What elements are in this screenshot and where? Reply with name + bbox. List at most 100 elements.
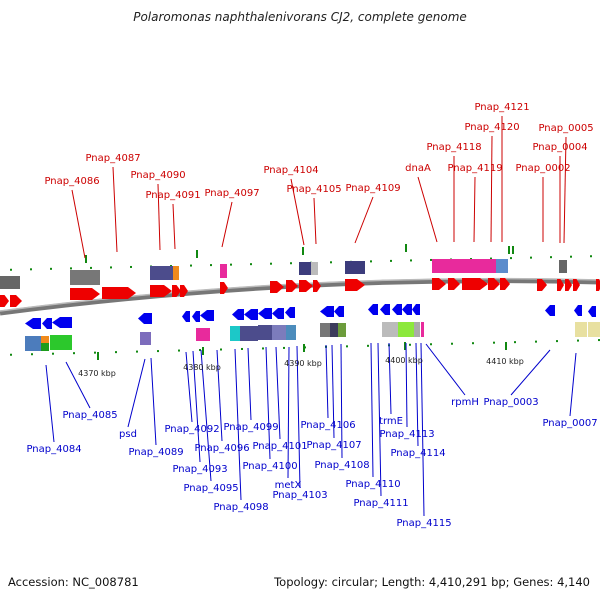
forward-gene-label: dnaA [405, 163, 431, 174]
reverse-track-tick [404, 342, 406, 350]
forward-label-leader [112, 166, 118, 253]
reverse-label-leader [377, 342, 382, 497]
reverse-gene-label: Pnap_4084 [26, 444, 81, 455]
scale-tick-label: 4400 kbp [385, 356, 423, 365]
forward-gene-arrow [557, 279, 564, 291]
genome-summary-text: Topology: circular; Length: 4,410,291 bp… [274, 575, 590, 589]
forward-track-dot [270, 262, 272, 265]
reverse-track-tick [303, 344, 305, 352]
gene-category-box [196, 328, 210, 341]
gene-category-box [173, 266, 179, 280]
reverse-track-dot [262, 347, 264, 350]
forward-gene-arrow [286, 280, 298, 292]
scale-tick-label: 4380 kbp [183, 363, 221, 372]
forward-gene-arrow [596, 279, 600, 291]
gene-category-box [299, 262, 311, 275]
reverse-gene-label: Pnap_4110 [345, 479, 400, 490]
gene-category-box [70, 270, 100, 285]
gene-category-box [258, 325, 272, 340]
forward-track-dot [430, 258, 432, 261]
forward-track-dot [10, 268, 12, 271]
reverse-track-dot [241, 347, 243, 350]
forward-gene-arrow [0, 295, 9, 307]
reverse-track-tick [505, 342, 507, 350]
reverse-label-leader [65, 361, 91, 409]
forward-track-tick [405, 244, 407, 252]
reverse-label-leader [216, 349, 223, 442]
reverse-gene-label: rpmH [451, 397, 479, 408]
gene-category-box [50, 335, 72, 350]
forward-gene-arrow [10, 295, 22, 307]
reverse-gene-label: Pnap_4098 [213, 502, 268, 513]
gene-category-box [398, 322, 414, 337]
gene-category-box [272, 325, 286, 340]
reverse-track-dot [367, 344, 369, 347]
gene-category-box [230, 326, 240, 341]
scale-tick-label: 4370 kbp [78, 369, 116, 378]
forward-track-dot [250, 263, 252, 266]
reverse-label-leader [569, 352, 577, 417]
gene-category-box [240, 326, 258, 341]
reverse-gene-label: Pnap_4108 [314, 460, 369, 471]
forward-gene-arrow [299, 280, 313, 292]
reverse-label-leader [200, 349, 212, 482]
gene-category-box [559, 260, 567, 273]
reverse-label-leader [405, 342, 408, 428]
reverse-gene-arrow [320, 306, 334, 317]
forward-gene-label: Pnap_4086 [44, 176, 99, 187]
reverse-track-tick [97, 352, 99, 360]
gene-category-box [330, 323, 338, 337]
gene-category-box [311, 262, 318, 275]
forward-label-leader [157, 183, 161, 251]
forward-gene-arrow [220, 282, 228, 294]
gene-category-box [338, 323, 346, 337]
reverse-gene-arrow [334, 306, 344, 317]
gene-category-box [382, 322, 398, 337]
reverse-label-leader [388, 342, 392, 415]
reverse-track-dot [346, 345, 348, 348]
reverse-track-dot [73, 352, 75, 355]
reverse-gene-arrow [25, 318, 41, 329]
reverse-label-leader [185, 351, 193, 423]
reverse-label-leader [127, 358, 146, 428]
forward-label-leader [354, 196, 374, 244]
forward-gene-label: Pnap_0002 [515, 163, 570, 174]
reverse-label-leader [150, 357, 157, 446]
forward-track-dot [390, 259, 392, 262]
forward-track-dot [130, 265, 132, 268]
gene-category-box [588, 322, 600, 337]
forward-track-tick [512, 246, 514, 254]
forward-label-leader [290, 178, 305, 246]
reverse-gene-label: psd [119, 429, 137, 440]
reverse-gene-label: Pnap_4111 [353, 498, 408, 509]
reverse-label-leader [287, 346, 290, 479]
reverse-gene-arrow [244, 309, 258, 320]
gene-category-box [345, 261, 365, 274]
forward-label-leader [563, 136, 567, 244]
forward-track-dot [530, 256, 532, 259]
reverse-gene-arrow [272, 308, 284, 319]
forward-gene-label: Pnap_4090 [130, 170, 185, 181]
genome-title: Polaromonas naphthalenivorans CJ2, compl… [133, 10, 467, 24]
reverse-label-leader [45, 364, 55, 443]
reverse-gene-arrow [588, 306, 596, 317]
forward-gene-label: Pnap_4105 [286, 184, 341, 195]
reverse-track-dot [94, 351, 96, 354]
reverse-gene-label: Pnap_4092 [164, 424, 219, 435]
forward-label-leader [313, 197, 317, 245]
forward-track-dot [550, 256, 552, 259]
reverse-gene-arrow [200, 310, 214, 321]
forward-gene-label: Pnap_4087 [85, 153, 140, 164]
forward-gene-arrow [432, 278, 446, 290]
forward-track-tick [302, 247, 304, 255]
gene-category-box [220, 264, 227, 278]
reverse-label-leader [325, 344, 329, 419]
reverse-label-leader [425, 343, 466, 396]
reverse-gene-label: Pnap_4085 [62, 410, 117, 421]
gene-category-box [150, 266, 176, 280]
gene-category-box [462, 259, 496, 273]
reverse-track-tick [202, 347, 204, 355]
reverse-label-leader [340, 343, 343, 459]
forward-track-dot [410, 259, 412, 262]
